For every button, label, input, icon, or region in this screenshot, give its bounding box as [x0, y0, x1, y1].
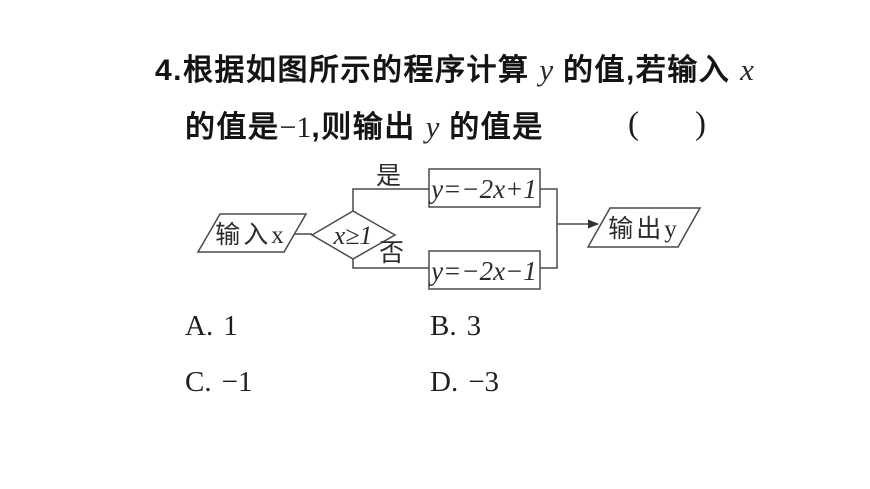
question-text-prefix2: 的值是 [185, 111, 280, 144]
choice-b-label: B. [430, 310, 457, 342]
program-flowchart: 输入x x≥1 是 否 y=−2x+1 y=−2x−1 输出y [196, 163, 702, 290]
input-parallelogram [196, 213, 308, 253]
choice-d: D. −3 [430, 366, 499, 399]
input-value: −1 [279, 111, 312, 144]
connector-yes-branch [352, 188, 429, 211]
choice-a: A. 1 [185, 310, 238, 343]
choice-d-label: D. [430, 366, 459, 398]
choice-d-value: −3 [468, 366, 500, 398]
choice-c-label: C. [185, 366, 212, 398]
choice-b: B. 3 [430, 310, 481, 343]
question-text-mid: 的值,若输入 [553, 54, 741, 87]
question-text-suffix2: 的值是 [439, 111, 544, 144]
choice-c-value: −1 [221, 366, 253, 398]
connector-no-branch [352, 259, 429, 269]
paren-close: ) [695, 106, 706, 142]
math-var-x: x [740, 52, 754, 87]
decision-diamond [310, 210, 397, 260]
math-var-y: y [539, 52, 554, 87]
choice-a-value: 1 [223, 310, 238, 342]
math-var-y2: y [425, 109, 440, 144]
branch-yes-label: 是 [376, 163, 404, 190]
question-line-2: 的值是−1,则输出 y 的值是 [185, 109, 544, 146]
answer-parentheses: () [628, 106, 706, 143]
output-label: 输出y [608, 215, 680, 243]
choice-c: C. −1 [185, 366, 252, 399]
output-parallelogram [586, 207, 702, 248]
formula-no: y=−2x−1 [428, 256, 537, 286]
branch-no-label: 否 [379, 240, 407, 267]
question-text-mid2: ,则输出 [311, 111, 426, 144]
process-rect-no [428, 250, 541, 290]
choice-a-label: A. [185, 310, 214, 342]
formula-yes: y=−2x+1 [428, 174, 537, 204]
input-label: 输入x [215, 221, 287, 249]
question-line-1: 4.根据如图所示的程序计算 y 的值,若输入 x [155, 52, 754, 89]
choice-b-value: 3 [466, 310, 482, 342]
paren-open: ( [628, 106, 639, 142]
condition-label: x≥1 [333, 221, 373, 250]
process-rect-yes [428, 168, 541, 208]
question-text-prefix: 4.根据如图所示的程序计算 [155, 54, 540, 87]
connector-merge [540, 188, 558, 269]
